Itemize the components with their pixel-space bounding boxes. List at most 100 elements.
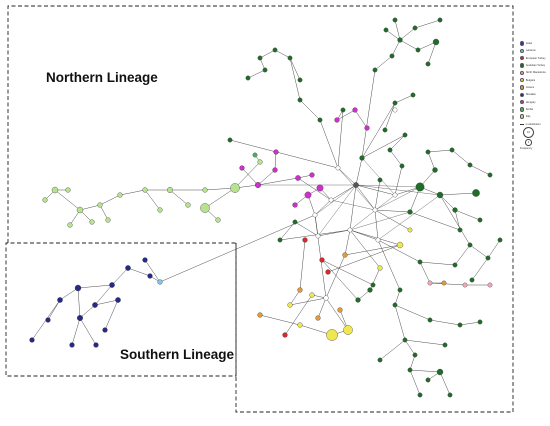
haplotype-node (157, 207, 163, 213)
haplotype-node (367, 287, 373, 293)
network-edge (355, 184, 376, 211)
haplotype-node (292, 202, 298, 208)
network-edge (325, 297, 349, 331)
network-edge (169, 189, 189, 206)
haplotype-node (335, 165, 341, 171)
haplotype-node (257, 312, 263, 318)
legend-item: North Macedonia (520, 69, 550, 76)
haplotype-node (382, 127, 388, 133)
haplotype-node (447, 392, 453, 398)
haplotype-node (432, 38, 440, 46)
network-edge (394, 165, 403, 196)
frequency-10-label: 10 (527, 131, 530, 135)
legend-swatch-icon (520, 99, 525, 105)
network-edge (325, 254, 346, 299)
substitution-scale: 1 substitution (520, 123, 550, 126)
network-edge (377, 194, 441, 241)
network-edge (361, 102, 396, 159)
haplotype-node (485, 255, 491, 261)
legend-item: Israel (520, 40, 550, 47)
legend-item: Lebanon (520, 47, 550, 54)
network-edge (71, 317, 81, 346)
haplotype-node (142, 257, 148, 263)
haplotype-node (364, 125, 370, 131)
network-edge (409, 354, 416, 371)
network-edge (451, 149, 471, 166)
network-edge (394, 94, 414, 104)
haplotype-node (297, 287, 303, 293)
haplotype-node (67, 222, 73, 228)
haplotype-node (377, 357, 383, 363)
haplotype-node (377, 265, 383, 271)
haplotype-node (452, 262, 458, 268)
haplotype-node (442, 342, 448, 348)
haplotype-node (425, 61, 431, 67)
network-edge (279, 221, 296, 241)
haplotype-node (105, 217, 111, 223)
network-edge (404, 339, 416, 356)
lineage-boundaries (5, 5, 514, 413)
haplotype-node (353, 182, 359, 188)
haplotype-node (77, 315, 83, 321)
network-edge (374, 55, 393, 71)
haplotype-node (272, 47, 278, 53)
legend-label: North Macedonia (525, 71, 546, 75)
network-edge (289, 57, 301, 81)
network-edge (330, 184, 357, 201)
network-edge (394, 289, 401, 306)
network-edge (99, 194, 121, 206)
network-edge (119, 189, 146, 196)
network-edge (104, 299, 119, 331)
haplotype-node (334, 117, 340, 123)
haplotype-node (467, 242, 473, 248)
northern-lineage-boundary (7, 5, 514, 413)
network-edge (77, 287, 81, 319)
haplotype-node (449, 147, 455, 153)
haplotype-node (436, 191, 444, 199)
network-edge (454, 244, 471, 266)
network-edge (241, 167, 259, 186)
network-edge (374, 209, 411, 231)
network-edge (487, 239, 501, 259)
haplotype-node (45, 317, 51, 323)
network-edge (247, 69, 266, 79)
haplotype-node (383, 27, 389, 33)
haplotype-node (167, 187, 173, 193)
network-edge (377, 239, 421, 263)
network-edge (349, 229, 379, 241)
network-edge (344, 229, 351, 256)
network-edge (439, 371, 451, 396)
haplotype-node (297, 322, 303, 328)
southern-lineage-title: Southern Lineage (120, 347, 235, 362)
haplotype-node (42, 197, 48, 203)
network-edge (454, 209, 481, 221)
haplotype-node (287, 302, 293, 308)
haplotype-node (273, 149, 279, 155)
network-edge (337, 109, 344, 169)
haplotype-node (427, 280, 433, 286)
network-edge (144, 189, 161, 211)
network-edge (321, 259, 359, 301)
network-edge (374, 209, 411, 213)
network-edge (299, 239, 306, 291)
legend-label: Slovakia (525, 93, 536, 97)
legend-scale: 1 substitution 10 1 Frequency (520, 123, 550, 150)
legend-label: Anatolian Turkey (525, 64, 546, 68)
legend-item: Serbia (520, 106, 550, 113)
network-edge (257, 169, 276, 186)
network-edge (349, 184, 357, 231)
network-edge (337, 167, 376, 211)
haplotype-node (326, 329, 338, 341)
haplotype-node (200, 203, 210, 213)
legend-swatch-icon (520, 92, 525, 97)
network-edge (99, 204, 109, 221)
haplotype-node (74, 284, 82, 292)
haplotype-node (462, 282, 468, 288)
haplotype-node (375, 237, 381, 243)
network-edge (419, 261, 456, 266)
network-edge (257, 177, 299, 186)
legend-swatch-icon (520, 63, 525, 68)
network-edge (289, 297, 327, 306)
network-edge (319, 119, 339, 169)
network-edge (79, 204, 101, 211)
